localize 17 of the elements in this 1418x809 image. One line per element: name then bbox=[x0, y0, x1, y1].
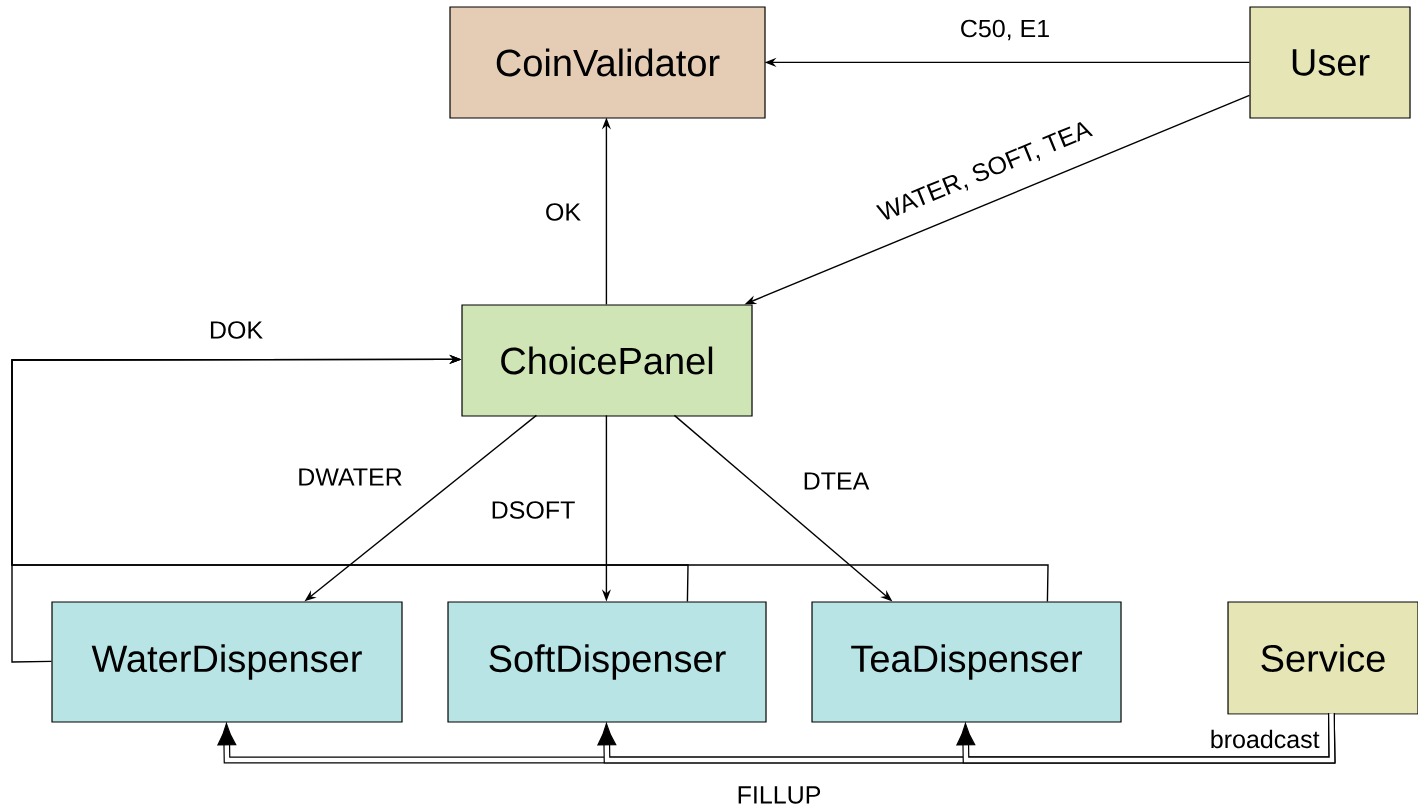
node-caption: broadcast bbox=[1211, 729, 1320, 749]
arrow bbox=[956, 713, 1336, 764]
edge-label: FILLUP bbox=[738, 786, 821, 804]
edge-label: C50, E1 bbox=[961, 19, 1049, 41]
arrow bbox=[11, 354, 1049, 603]
edge-label: OK bbox=[546, 203, 581, 221]
process-box: TeaDispenser bbox=[811, 601, 1122, 723]
edge-label: DOK bbox=[210, 321, 263, 339]
process-box: CoinValidator bbox=[449, 6, 766, 119]
edge-label: DTEA bbox=[804, 472, 870, 490]
edge-label: DSOFT bbox=[492, 501, 575, 519]
process-box: Service bbox=[1227, 601, 1418, 715]
process-box: ChoicePanel bbox=[461, 304, 753, 417]
edge-label: DWATER bbox=[299, 468, 402, 486]
process-box: User bbox=[1249, 6, 1411, 119]
process-box: SoftDispenser bbox=[447, 601, 767, 723]
process-box: WaterDispenser bbox=[51, 601, 403, 723]
